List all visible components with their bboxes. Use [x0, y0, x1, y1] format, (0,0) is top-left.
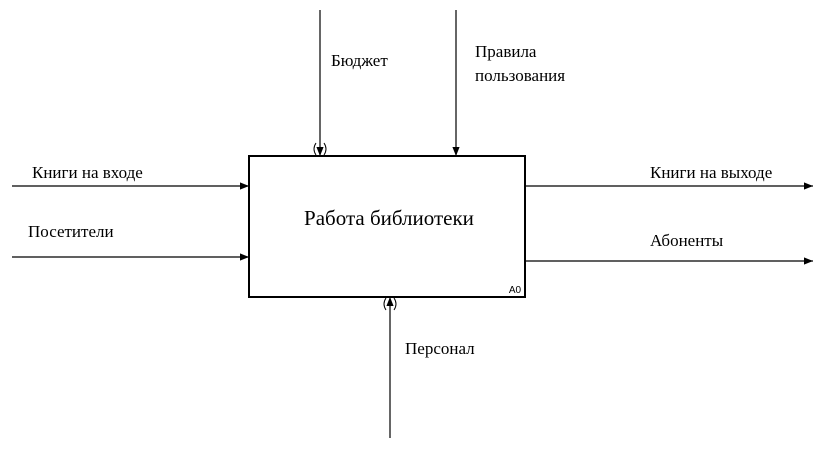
- input-label-visitors: Посетители: [28, 222, 114, 241]
- input-arrow-visitors[interactable]: Посетители: [12, 222, 249, 261]
- control-label-budget: Бюджет: [331, 51, 388, 70]
- node-number: A0: [509, 285, 522, 296]
- output-arrow-subscribers[interactable]: Абоненты: [525, 231, 813, 265]
- tunnel-right-paren: [393, 297, 397, 311]
- mechanism-arrow-staff[interactable]: Персонал: [383, 297, 475, 438]
- output-label-subscribers: Абоненты: [650, 231, 724, 250]
- mechanism-label-staff: Персонал: [405, 339, 475, 358]
- tunnel-left-paren: [383, 297, 387, 311]
- function-box-frame: [248, 155, 526, 298]
- tunnel-left-paren: [313, 142, 317, 156]
- function-title: Работа библиотеки: [304, 206, 474, 230]
- output-arrow-books-out[interactable]: Книги на выходе: [525, 163, 813, 190]
- input-label-books-in: Книги на входе: [32, 163, 143, 182]
- function-box[interactable]: Работа библиотеки A0: [248, 155, 526, 298]
- control-arrow-budget[interactable]: Бюджет: [313, 10, 388, 156]
- control-arrow-usage-rules[interactable]: Правила пользования: [452, 10, 565, 156]
- output-label-books-out: Книги на выходе: [650, 163, 772, 182]
- control-label-usage-rules-line1: Правила: [475, 42, 537, 61]
- input-arrow-books-in[interactable]: Книги на входе: [12, 163, 249, 190]
- control-label-usage-rules-line2: пользования: [475, 66, 565, 85]
- tunnel-right-paren: [323, 142, 327, 156]
